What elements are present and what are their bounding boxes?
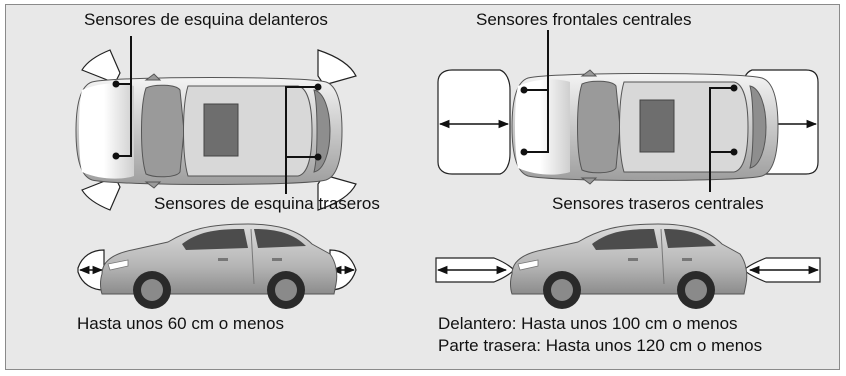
diagram-frame (5, 4, 840, 370)
car-top-view-left (75, 73, 343, 189)
car-side-view-left (100, 223, 338, 310)
label-rear-range: Parte trasera: Hasta unos 120 cm o menos (438, 336, 763, 355)
corner-zone-rear-top (317, 49, 357, 86)
label-front-corner-sensors: Sensores de esquina delanteros (84, 10, 328, 29)
car-side-view-right (510, 223, 748, 310)
label-front-range: Delantero: Hasta unos 100 cm o menos (438, 314, 738, 333)
label-rear-center-sensors: Sensores traseros centrales (552, 194, 764, 213)
label-front-center-sensors: Sensores frontales centrales (476, 10, 692, 29)
corner-zone-front-top (81, 49, 121, 84)
center-zone-front (437, 69, 511, 175)
sensor-dot (112, 152, 120, 160)
car-top-view-right (511, 69, 779, 185)
label-rear-corner-sensors: Sensores de esquina traseros (154, 194, 380, 213)
corner-zone-front-bottom (81, 176, 121, 211)
sensor-dot (112, 80, 120, 88)
label-corner-range: Hasta unos 60 cm o menos (77, 314, 284, 333)
